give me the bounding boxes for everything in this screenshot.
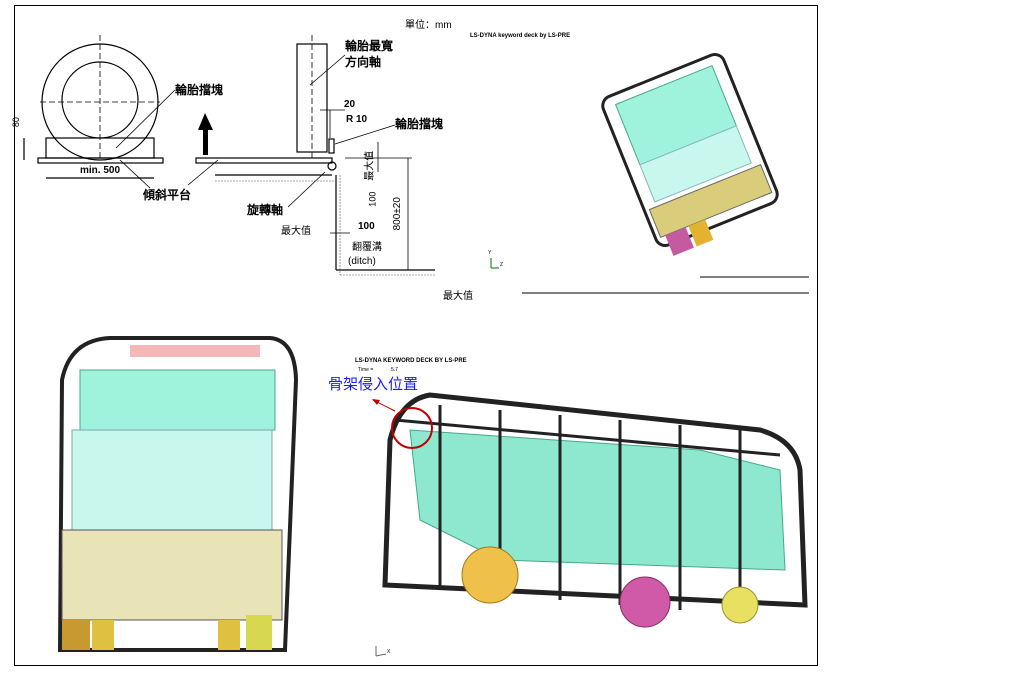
time-label: Time = — [358, 367, 374, 373]
tilt-platform-label: 傾斜平台 — [143, 188, 192, 202]
max-value-bottom: 最大值 — [443, 291, 473, 302]
dim-100-horizontal: 100 — [358, 221, 375, 232]
intrusion-circle — [391, 407, 433, 449]
sim-top-title: LS-DYNA keyword deck by LS-PRE — [470, 33, 571, 39]
axis-z-label: Z — [500, 262, 504, 268]
ditch-label-1: 翻覆溝 — [352, 242, 382, 253]
dim-20: 20 — [344, 99, 356, 110]
bus-side-view — [372, 392, 808, 628]
tilt-direction-arrow-icon — [198, 113, 213, 155]
axis-x-label: X — [387, 649, 391, 655]
tire-block-label-left: 輪胎擋塊 — [175, 83, 224, 97]
dim-min500: min. 500 — [80, 165, 121, 176]
dim-100-vertical: 100 — [367, 191, 378, 207]
pivot-axis-label: 旋轉軸 — [247, 203, 284, 217]
dim-r10: R 10 — [346, 114, 368, 125]
bus-tilted-rear-view — [601, 52, 779, 256]
axis-y-label: Y — [488, 250, 492, 256]
max-value-left: 最大值 — [281, 226, 311, 237]
max-value-vertical: 最大值 — [364, 150, 376, 181]
tire-widest-axis-label-1: 輪胎最寬 — [345, 39, 394, 53]
unit-label: 單位：mm — [405, 20, 452, 31]
tire-block-label-right: 輪胎擋塊 — [395, 117, 444, 131]
sim-bottom-title: LS-DYNA KEYWORD DECK BY LS-PRE — [355, 358, 467, 364]
dim-80: 80 — [10, 117, 21, 128]
tire-widest-axis-label-2: 方向軸 — [345, 55, 382, 69]
intrusion-location-label: 骨架侵入位置 — [328, 375, 419, 393]
bus-rear-view — [57, 336, 299, 652]
time-value: 5.7 — [391, 367, 398, 373]
figure-frame — [14, 5, 818, 666]
ditch-label-2: (ditch) — [348, 256, 376, 267]
dim-800: 800±20 — [391, 197, 403, 231]
